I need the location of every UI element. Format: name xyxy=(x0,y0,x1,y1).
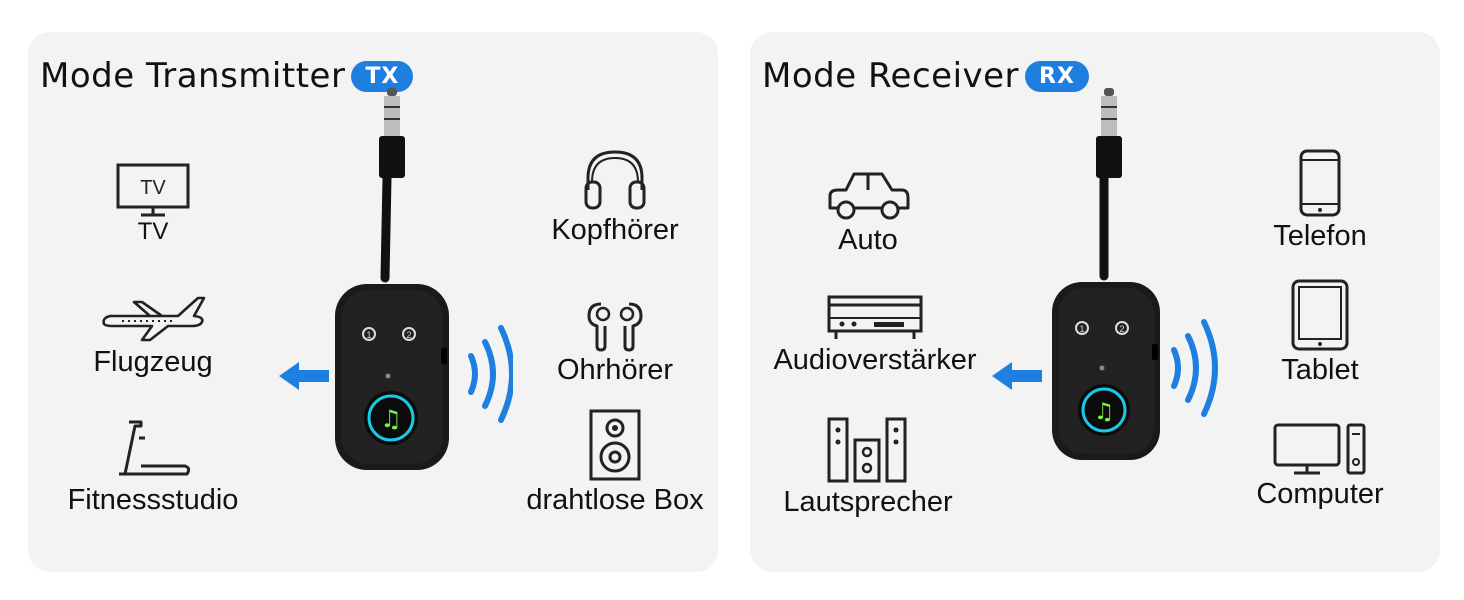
airplane-icon xyxy=(102,296,206,342)
transmitter-title-text: Mode Transmitter xyxy=(40,56,346,96)
svg-text:2: 2 xyxy=(406,330,411,340)
airplane-item: Flugzeug xyxy=(43,290,263,379)
amplifier-icon xyxy=(827,295,923,339)
tv-icon-text: TV xyxy=(140,177,166,199)
car-label: Auto xyxy=(838,224,898,256)
svg-text:1: 1 xyxy=(1079,324,1084,334)
smartphone-label: Telefon xyxy=(1273,220,1367,252)
speaker-box-label: drahtlose Box xyxy=(526,484,704,516)
airplane-label: Flugzeug xyxy=(93,346,213,378)
tablet-item: Tablet xyxy=(1210,278,1430,387)
treadmill-label: Fitnessstudio xyxy=(67,484,239,516)
tv-item: TV TV xyxy=(43,162,263,246)
amplifier-item: Audioverstärker xyxy=(765,294,985,377)
headphones-icon xyxy=(584,150,646,210)
rx-badge: RX xyxy=(1025,60,1089,92)
treadmill-icon xyxy=(119,420,191,476)
svg-text:♫: ♫ xyxy=(1094,399,1115,425)
earbuds-item: Ohrhörer xyxy=(505,300,725,387)
computer-icon xyxy=(1273,423,1366,475)
loudspeakers-item: Lautsprecher xyxy=(758,416,978,519)
receiver-title-text: Mode Receiver xyxy=(762,56,1020,96)
transmitter-panel: Mode Transmitter TX TV TV Flugzeug Fitne… xyxy=(28,32,718,572)
loudspeakers-label: Lautsprecher xyxy=(783,486,953,518)
car-icon xyxy=(828,172,910,220)
car-item: Auto xyxy=(758,168,978,257)
tablet-label: Tablet xyxy=(1281,354,1359,386)
speaker-box-item: drahtlose Box xyxy=(505,408,725,517)
tx-badge: TX xyxy=(351,60,414,92)
loudspeakers-icon xyxy=(827,417,907,483)
smartphone-icon xyxy=(1299,149,1341,217)
computer-item: Computer xyxy=(1210,422,1430,511)
svg-text:♫: ♫ xyxy=(380,405,402,433)
receiver-device: 1 2 ♫ xyxy=(992,88,1218,460)
transmitter-device: 1 2 ♫ xyxy=(279,88,513,470)
treadmill-item: Fitnessstudio xyxy=(43,416,263,517)
tv-label: TV xyxy=(137,218,169,245)
svg-text:2: 2 xyxy=(1119,324,1124,334)
tv-icon: TV xyxy=(116,163,190,217)
receiver-panel: Mode Receiver RX Auto Audioverstärker xyxy=(750,32,1440,572)
amplifier-label: Audioverstärker xyxy=(773,344,977,376)
tablet-icon xyxy=(1291,279,1349,351)
receiver-title: Mode Receiver RX xyxy=(762,56,1089,96)
earbuds-icon xyxy=(587,302,643,352)
headphones-item: Kopfhörer xyxy=(505,146,725,247)
speaker-box-icon xyxy=(589,409,641,481)
earbuds-label: Ohrhörer xyxy=(556,354,674,386)
smartphone-item: Telefon xyxy=(1210,148,1430,253)
svg-text:1: 1 xyxy=(366,330,371,340)
headphones-label: Kopfhörer xyxy=(551,214,679,246)
computer-label: Computer xyxy=(1256,478,1384,510)
transmitter-title: Mode Transmitter TX xyxy=(40,56,414,96)
